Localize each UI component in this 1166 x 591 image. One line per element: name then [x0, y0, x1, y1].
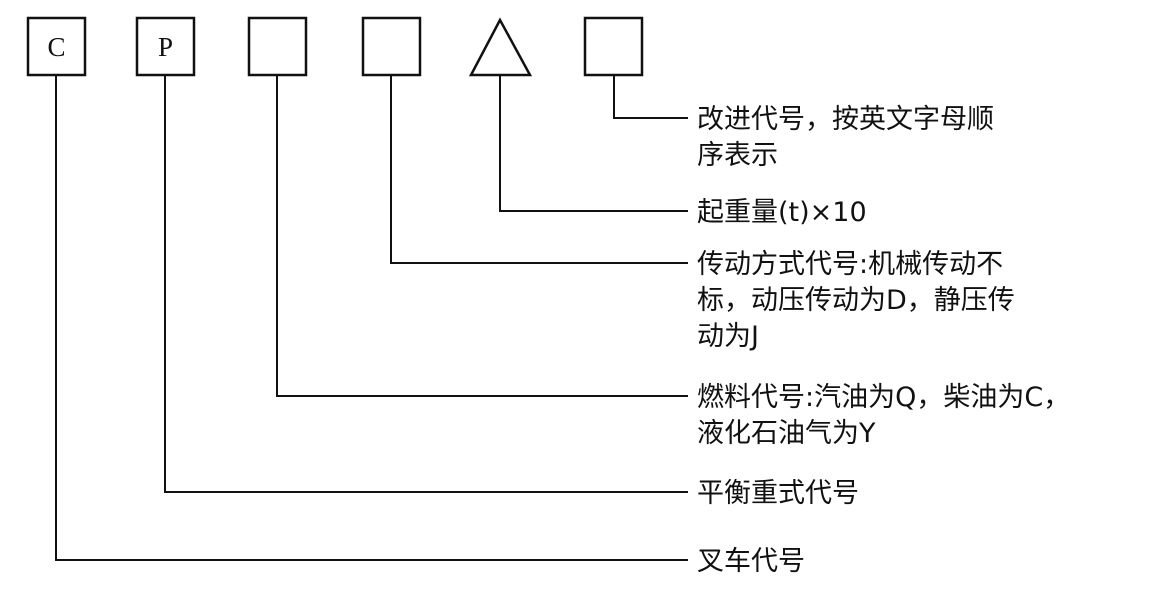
connector-fuel [276, 75, 688, 397]
box-c-label: C [47, 32, 65, 62]
connector-forklift [55, 75, 688, 561]
desc-forklift: 叉车代号 [697, 546, 805, 577]
desc-capacity: 起重量(t)×10 [697, 197, 867, 228]
desc-improvement-line1: 改进代号，按英文字母顺 [697, 104, 994, 135]
connector-improvement [613, 75, 688, 119]
connector-capacity [499, 75, 688, 212]
desc-transmission-line1: 传动方式代号:机械传动不 [697, 249, 1003, 280]
desc-transmission-line2: 标，动压传动为D，静压传 [697, 285, 1015, 316]
box-transmission-code [361, 16, 422, 77]
desc-improvement-line2: 序表示 [697, 140, 778, 171]
desc-fuel-line1: 燃料代号:汽油为Q，柴油为C， [697, 382, 1070, 413]
box-improvement-code [583, 16, 644, 77]
connector-counterbalance [164, 75, 688, 493]
desc-counterbalance: 平衡重式代号 [697, 478, 859, 509]
triangle-capacity [468, 17, 533, 77]
desc-transmission-line3: 动为J [697, 321, 759, 352]
connector-transmission [390, 75, 688, 264]
box-fuel-code [247, 16, 308, 77]
box-p-label: P [158, 32, 173, 62]
desc-fuel-line2: 液化石油气为Y [697, 418, 876, 449]
